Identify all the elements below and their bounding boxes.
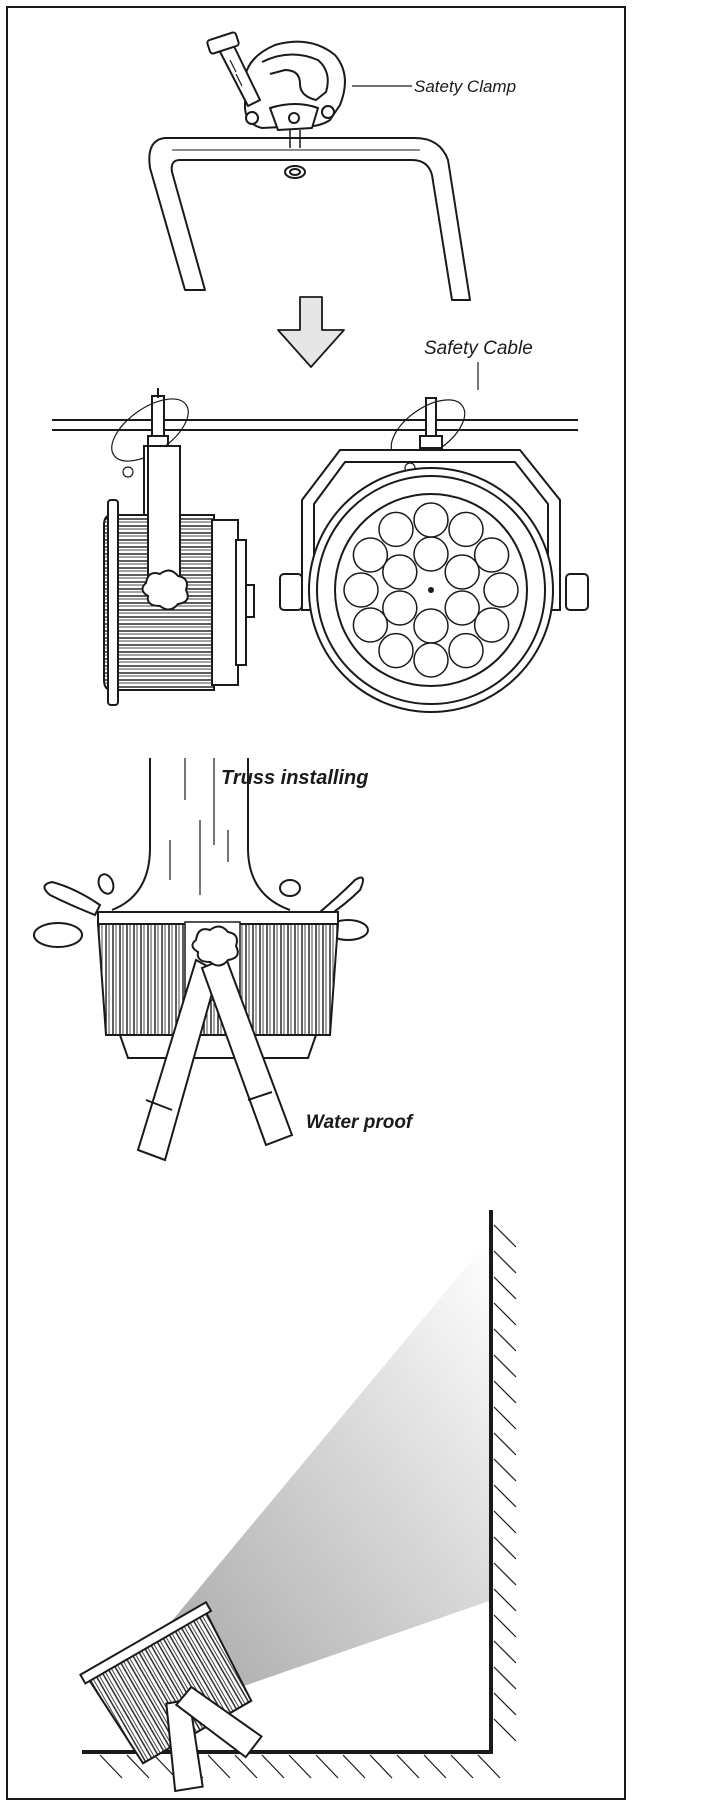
- floor-hatch-line: [450, 1754, 474, 1779]
- wall-hatch-line: [493, 1484, 517, 1508]
- wall-hatch-line: [493, 1536, 517, 1560]
- wall-hatch-line: [493, 1224, 517, 1248]
- uplight-fixture: [79, 1600, 263, 1793]
- led-lens: [413, 536, 449, 572]
- wall-hatch-line: [493, 1562, 517, 1586]
- wall-hatch-line: [493, 1588, 517, 1612]
- wall-hatch-line: [493, 1640, 517, 1664]
- led-lens: [352, 607, 389, 643]
- led-lens: [413, 608, 449, 644]
- waterproof-fixture: [96, 911, 340, 1162]
- floor-hatching: [99, 1754, 501, 1779]
- led-lens: [352, 537, 389, 573]
- floor-hatch-line: [369, 1754, 393, 1779]
- wall-hatch-line: [493, 1302, 517, 1326]
- floor-hatch-line: [99, 1754, 123, 1779]
- led-lens: [413, 502, 449, 538]
- led-lens: [378, 511, 414, 548]
- wall-hatch-line: [493, 1406, 517, 1430]
- wall-hatch-line: [493, 1718, 517, 1742]
- water-splash: [33, 873, 369, 948]
- floor-hatch-line: [423, 1754, 447, 1779]
- wall-hatching: [493, 1224, 517, 1742]
- led-lens: [448, 632, 484, 669]
- floor-hatch-line: [315, 1754, 339, 1779]
- floor-hatch-line: [234, 1754, 258, 1779]
- led-lens: [382, 590, 418, 626]
- truss-installing-label: Truss installing: [221, 767, 368, 789]
- safety-cable-label: Safety Cable: [424, 338, 533, 359]
- wall-hatch-line: [493, 1328, 517, 1352]
- floor-hatch-line: [396, 1754, 420, 1779]
- wall-hatch-line: [493, 1614, 517, 1638]
- floor-hatch-line: [153, 1754, 177, 1779]
- down-arrow-icon: [277, 296, 345, 368]
- led-lens: [413, 642, 449, 678]
- led-lens: [343, 572, 379, 608]
- floor-hatch-line: [477, 1754, 501, 1779]
- led-lens: [444, 554, 480, 590]
- center-dot: [428, 587, 434, 593]
- wall-hatch-line: [493, 1432, 517, 1456]
- wall-hatch-line: [493, 1354, 517, 1378]
- led-lens: [382, 554, 418, 590]
- water-proof-label: Water proof: [306, 1112, 414, 1133]
- led-lens: [473, 607, 510, 643]
- floor-hatch-line: [261, 1754, 285, 1779]
- wall-hatch-line: [493, 1276, 517, 1300]
- wall-hatch-line: [493, 1666, 517, 1690]
- wall-hatch-line: [493, 1692, 517, 1716]
- floor-hatch-line: [288, 1754, 312, 1779]
- truss-pipe: [52, 419, 578, 431]
- safety-clamp-label: Satety Clamp: [414, 77, 516, 96]
- wall-hatch-line: [493, 1250, 517, 1274]
- side-view-fixture: [103, 388, 255, 706]
- led-lens: [378, 632, 414, 669]
- led-lens: [444, 590, 480, 626]
- floor-hatch-line: [126, 1754, 150, 1779]
- led-lens: [448, 511, 484, 548]
- wall-hatch-line: [493, 1510, 517, 1534]
- floor-hatch-line: [207, 1754, 231, 1779]
- safety-clamp-illustration: [148, 31, 471, 301]
- led-lens: [473, 537, 510, 573]
- light-beam: [156, 1248, 492, 1688]
- floor-hatch-line: [342, 1754, 366, 1779]
- wall-hatch-line: [493, 1458, 517, 1482]
- wall-hatch-line: [493, 1380, 517, 1404]
- water-stream: [111, 758, 291, 911]
- led-lens-array: [343, 502, 519, 678]
- led-lens: [483, 572, 519, 608]
